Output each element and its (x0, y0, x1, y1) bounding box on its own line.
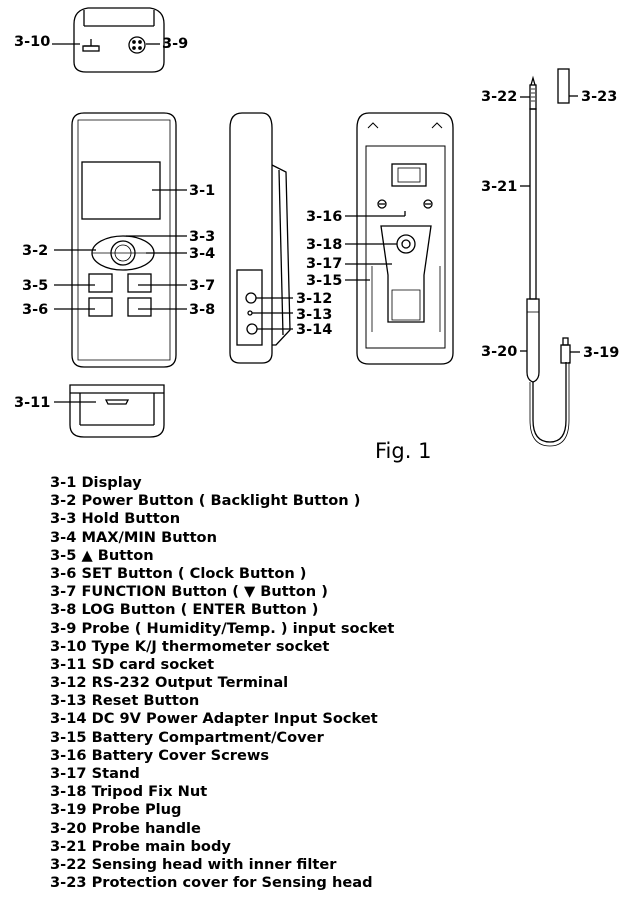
legend-item: 3-15 Battery Compartment/Cover (50, 728, 324, 746)
callout-3-9: 3-9 (162, 36, 188, 52)
legend-item: 3-6 SET Button ( Clock Button ) (50, 564, 307, 582)
tripod-nut (396, 234, 416, 254)
callout-3-16: 3-16 (306, 209, 342, 225)
meter-top-view (73, 7, 165, 73)
probe-cable (532, 362, 567, 443)
legend-item: 3-21 Probe main body (50, 837, 231, 855)
rs232-terminal (245, 292, 257, 304)
sd-card-slot (104, 399, 130, 405)
callout-3-23: 3-23 (581, 89, 617, 105)
up-button (88, 273, 113, 293)
meter-side-view (229, 112, 291, 364)
legend-item: 3-5 ▲ Button (50, 546, 154, 564)
meter-back-view (356, 112, 454, 365)
figure-caption: Fig. 1 (375, 439, 431, 463)
power-button (110, 240, 136, 266)
cover-screw-left (377, 199, 387, 209)
cover-screw-right (423, 199, 433, 209)
legend-item: 3-4 MAX/MIN Button (50, 528, 217, 546)
legend-item: 3-23 Protection cover for Sensing head (50, 874, 373, 892)
legend-item: 3-9 Probe ( Humidity/Temp. ) input socke… (50, 619, 395, 637)
legend-item: 3-20 Probe handle (50, 819, 201, 837)
callout-3-6: 3-6 (22, 302, 48, 318)
callout-3-10: 3-10 (14, 34, 50, 50)
callout-3-14: 3-14 (296, 322, 332, 338)
legend-item: 3-18 Tripod Fix Nut (50, 783, 208, 801)
side-panel (236, 269, 263, 346)
legend-item: 3-7 FUNCTION Button ( ▼ Button ) (50, 583, 328, 601)
set-button (88, 297, 113, 317)
callout-3-4: 3-4 (189, 246, 215, 262)
legend-item: 3-19 Probe Plug (50, 801, 182, 819)
legend-item: 3-1 Display (50, 474, 142, 491)
callout-3-19: 3-19 (583, 345, 619, 361)
legend-item: 3-2 Power Button ( Backlight Button ) (50, 492, 361, 510)
thermometer-socket-icon (82, 39, 100, 52)
callout-3-20: 3-20 (481, 344, 517, 360)
legend-item: 3-11 SD card socket (50, 655, 215, 673)
probe-socket-icon (128, 36, 146, 54)
battery-cover (365, 145, 446, 349)
function-button (127, 273, 152, 293)
meter-bottom-view (69, 384, 165, 438)
power-adapter-socket (246, 323, 258, 335)
callout-3-1: 3-1 (189, 183, 215, 199)
sensing-head-tip (530, 75, 536, 86)
callout-3-5: 3-5 (22, 278, 48, 294)
legend-item: 3-17 Stand (50, 765, 140, 782)
legend-item: 3-3 Hold Button (50, 510, 181, 528)
legend-item: 3-22 Sensing head with inner filter (50, 855, 337, 873)
probe-main-body (529, 108, 537, 300)
callout-3-13: 3-13 (296, 307, 332, 323)
humidity-temp-probe (526, 68, 571, 447)
log-button (127, 297, 152, 317)
legend-item: 3-14 DC 9V Power Adapter Input Socket (50, 710, 378, 728)
probe-plug (560, 344, 571, 364)
legend-item: 3-10 Type K/J thermometer socket (50, 637, 330, 655)
callout-3-22: 3-22 (481, 89, 517, 105)
legend-item: 3-12 RS-232 Output Terminal (50, 674, 289, 692)
callout-3-8: 3-8 (189, 302, 215, 318)
stand (380, 225, 432, 323)
legend-item: 3-8 LOG Button ( ENTER Button ) (50, 601, 319, 619)
callout-3-3: 3-3 (189, 229, 215, 245)
callout-3-11: 3-11 (14, 395, 50, 411)
meter-front-view (71, 112, 177, 368)
callout-3-17: 3-17 (306, 256, 342, 272)
probe-handle (526, 298, 540, 383)
callout-3-12: 3-12 (296, 291, 332, 307)
legend-item: 3-13 Reset Button (50, 692, 200, 710)
instrument-diagram: 3-10 3-9 3-1 3-2 3-3 3-4 3-5 3-6 3-7 3-8… (14, 7, 619, 463)
callout-3-18: 3-18 (306, 237, 342, 253)
callout-3-15: 3-15 (306, 273, 342, 289)
callout-3-2: 3-2 (22, 243, 48, 259)
protection-cover (557, 68, 570, 104)
parts-legend: 3-1 Display 3-2 Power Button ( Backlight… (50, 474, 394, 892)
reset-button (247, 310, 253, 316)
legend-item: 3-16 Battery Cover Screws (50, 746, 270, 764)
display-screen (81, 161, 161, 220)
callout-3-21: 3-21 (481, 179, 517, 195)
callout-3-7: 3-7 (189, 278, 215, 294)
